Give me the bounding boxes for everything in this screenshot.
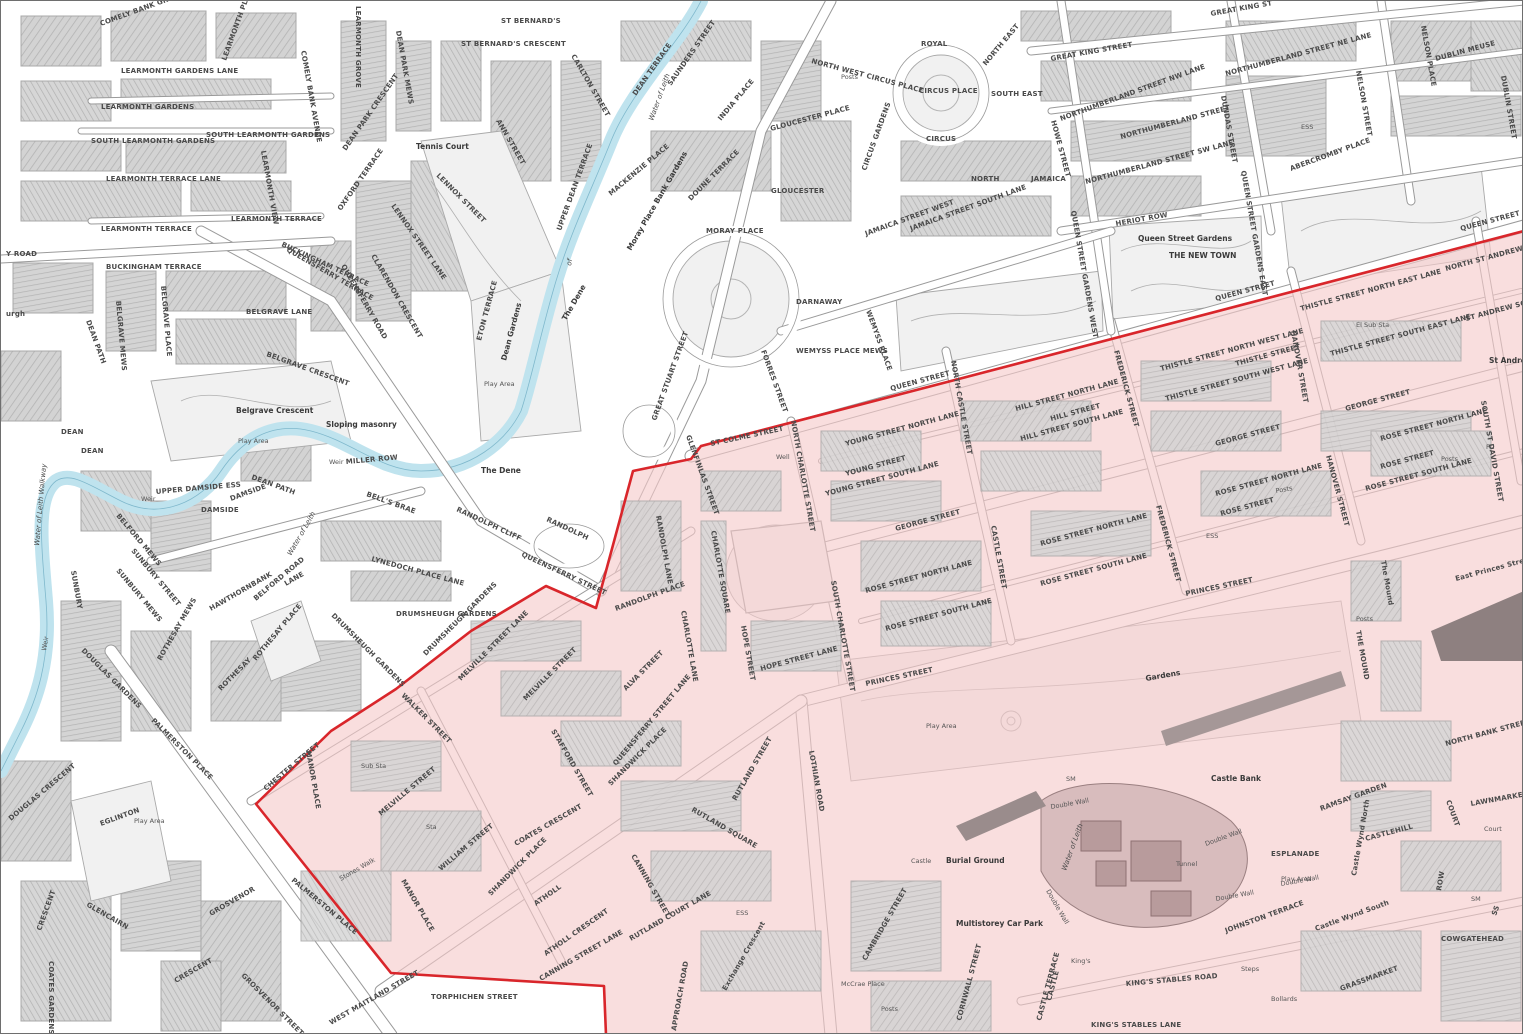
label-st-bernards: ST BERNARD'S: [501, 17, 561, 25]
label-mccrae-place: McCrae Place: [841, 980, 885, 988]
label-play-area-3: Play Area: [926, 722, 957, 730]
castle-rock: [956, 591, 1522, 928]
label-learmonth-terrace-lane: LEARMONTH TERRACE LANE: [106, 175, 221, 183]
label-darnaway: DARNAWAY: [796, 298, 843, 306]
label-kings: King's: [1071, 957, 1091, 965]
label-ss: SS: [1490, 904, 1501, 916]
label-st-bernards-crescent: ST BERNARD'S CRESCENT: [461, 40, 566, 48]
label-south-east: SOUTH EAST: [991, 90, 1043, 98]
label-bollards: Bollards: [1271, 995, 1298, 1003]
label-play-area-5: Play Area: [1281, 875, 1312, 883]
label-learmonth-gardens: LEARMONTH GARDENS: [101, 103, 194, 111]
label-dean-2: DEAN: [81, 447, 104, 455]
label-play-area-1: Play Area: [238, 437, 269, 445]
label-castle-bank: Castle Bank: [1211, 774, 1262, 783]
label-coates-gardens: COATES GARDENS: [47, 961, 55, 1034]
label-posts-2: Posts: [1275, 484, 1294, 495]
label-dean: DEAN: [61, 428, 84, 436]
label-play-area-2: Play Area: [484, 380, 515, 388]
label-royal: ROYAL: [921, 40, 948, 48]
label-row: ROW: [1435, 871, 1446, 892]
label-gloucester: GLOUCESTER: [771, 187, 825, 195]
label-road-left: Y ROAD: [5, 250, 37, 258]
label-weir-3: Weir: [40, 635, 50, 651]
label-damside: DAMSIDE: [201, 506, 239, 514]
label-court: Court: [1484, 825, 1502, 833]
label-pc: PC: [1486, 443, 1495, 451]
label-of: of: [565, 257, 574, 267]
conservation-area-boundary[interactable]: [254, 230, 1523, 1034]
building-blocks-city: [300, 320, 1522, 1032]
label-south-learmonth-gardens-1: SOUTH LEARMONTH GARDENS: [91, 137, 215, 145]
label-cowgatehead: COWGATEHEAD: [1441, 935, 1504, 943]
label-jamaica: JAMAICA: [1030, 175, 1066, 183]
label-sm-1: SM: [1066, 775, 1076, 783]
label-sloping-masonry: Sloping masonry: [326, 420, 397, 429]
label-posts-1: Posts: [841, 73, 859, 81]
label-multistorey-car-park: Multistorey Car Park: [956, 919, 1044, 928]
label-learmonth-gardens-lane: LEARMONTH GARDENS LANE: [121, 67, 238, 75]
label-urgh: urgh: [6, 310, 25, 318]
label-learmonth-grove: LEARMONTH GROVE: [354, 6, 362, 88]
label-weir-1: Weir: [141, 495, 156, 503]
label-ess-3: ESS: [736, 909, 748, 917]
label-sm-2: SM: [1471, 895, 1481, 903]
label-moray-place: MORAY PLACE: [706, 227, 764, 235]
label-st-andrew: St Andre: [1489, 356, 1523, 365]
label-the-new-town: THE NEW TOWN: [1169, 251, 1236, 260]
label-well: Well: [776, 453, 790, 461]
label-weir-2: Weir: [329, 458, 344, 466]
label-tennis-court: Tennis Court: [416, 142, 469, 151]
label-play-area-4: Play Area: [134, 817, 165, 825]
label-drumsheugh-gardens-2: DRUMSHEUGH GARDENS: [396, 610, 497, 618]
label-posts-4: Posts: [881, 1005, 899, 1013]
label-posts-5: Posts: [1441, 455, 1459, 463]
label-steps: Steps: [1241, 965, 1260, 973]
label-esplanade: ESPLANADE: [1271, 850, 1320, 858]
label-el-sub-sta: El Sub Sta: [1356, 321, 1389, 329]
label-castle: Castle: [911, 857, 931, 865]
label-sub-sta: Sub Sta: [361, 762, 386, 770]
label-south-learmonth-gardens-2: SOUTH LEARMONTH GARDENS: [206, 131, 330, 139]
label-posts-3: Posts: [1356, 615, 1374, 623]
label-wemyss-place-mews: WEMYSS PLACE MEWS: [796, 347, 888, 355]
label-buckingham-terrace-1: BUCKINGHAM TERRACE: [106, 263, 202, 271]
label-queen-street-gardens: Queen Street Gardens: [1138, 234, 1233, 243]
label-kings-stables-lane: KING'S STABLES LANE: [1091, 1021, 1181, 1029]
label-north: NORTH: [971, 175, 1000, 183]
label-belgrave-crescent-area: Belgrave Crescent: [236, 406, 314, 415]
label-ess-2: ESS: [1206, 532, 1218, 540]
label-burial-ground: Burial Ground: [946, 856, 1005, 865]
label-torphichen-street: TORPHICHEN STREET: [431, 993, 518, 1001]
label-sta: Sta: [426, 823, 437, 831]
label-belgrave-lane: BELGRAVE LANE: [246, 308, 312, 316]
label-circus-place: CIRCUS PLACE: [919, 87, 978, 95]
label-learmonth-terrace-2: LEARMONTH TERRACE: [231, 215, 322, 223]
label-the-dene-1: The Dene: [481, 466, 521, 475]
label-learmonth-terrace-1: LEARMONTH TERRACE: [101, 225, 192, 233]
label-tunnel: Tunnel: [1175, 860, 1197, 868]
water-of-leith-river-edge: [1, 1, 702, 772]
label-ess-1: ESS: [1301, 123, 1313, 131]
label-circus: CIRCUS: [926, 135, 956, 143]
